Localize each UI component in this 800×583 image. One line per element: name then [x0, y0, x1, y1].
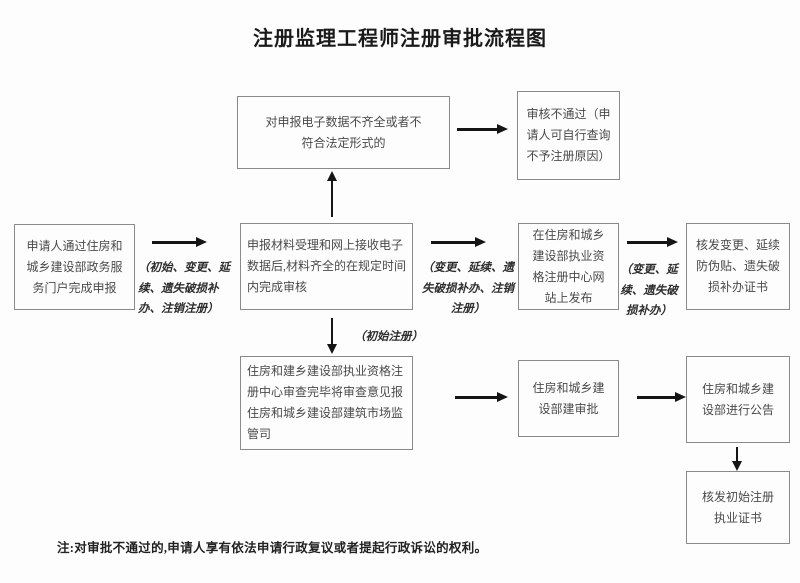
box-applicant-portal: 申请人通过住房和城乡建设部政务服务门户完成申报 [14, 224, 135, 310]
box-ministry-announce: 住房和城乡建设部进行公告 [686, 356, 790, 443]
box-ministry-approval-label: 住房和城乡建设部建审批 [532, 380, 605, 416]
box-center-review-report: 住房和建乡建设部执业资格注册中心审查完毕将审查意见报住房和城乡建设部建筑市场监管… [240, 356, 413, 450]
edge-label-change-renew-cancel: （变更、延续、遗失破损补办、注销注册） [422, 262, 514, 316]
arrow-right-icon [627, 237, 678, 247]
box-incomplete-data: 对申报电子数据不齐全或者不符合法定形式的 [237, 96, 450, 169]
box-issue-initial-cert-label: 核发初始注册执业证书 [701, 489, 774, 525]
box-website-publish: 在住房和城乡建设部执业资格注册中心网站上发布 [518, 223, 619, 310]
box-review-failed-label: 审核不通过（申请人可自行查询不予注册原因） [526, 107, 611, 163]
arrow-right-icon [431, 237, 486, 247]
box-review-failed: 审核不通过（申请人可自行查询不予注册原因） [517, 91, 620, 180]
box-issue-change-cert-label: 核发变更、延续防伪贴、遗失破损补办证书 [695, 238, 780, 294]
box-material-review-label: 申报材料受理和网上接收电子数据后,材料齐全的在规定时间内完成审核 [247, 238, 407, 294]
arrow-down-icon [327, 318, 337, 354]
arrow-down-icon [732, 447, 742, 471]
arrow-up-icon [327, 171, 337, 217]
arrow-right-icon [637, 392, 686, 402]
box-website-publish-label: 在住房和城乡建设部执业资格注册中心网站上发布 [532, 227, 605, 305]
box-center-review-report-label: 住房和建乡建设部执业资格注册中心审查完毕将审查意见报住房和城乡建设部建筑市场监管… [247, 364, 404, 441]
box-ministry-approval: 住房和城乡建设部建审批 [518, 360, 619, 437]
arrow-right-icon [455, 392, 508, 402]
page-title: 注册监理工程师注册审批流程图 [253, 28, 547, 50]
edge-label-initial-change-renew-cancel: （初始、变更、延续、遗失破损补办、注销注册） [138, 262, 230, 316]
footnote: 注:对审批不通过的,申请人享有依法申请行政复议或者提起行政诉讼的权利。 [57, 541, 488, 555]
box-applicant-portal-label: 申请人通过住房和城乡建设部政务服务门户完成申报 [26, 238, 123, 295]
box-incomplete-data-label: 对申报电子数据不齐全或者不符合法定形式的 [265, 114, 422, 150]
box-issue-change-cert: 核发变更、延续防伪贴、遗失破损补办证书 [686, 223, 790, 310]
arrow-right-icon [457, 124, 508, 134]
box-issue-initial-cert: 核发初始注册执业证书 [686, 471, 790, 544]
edge-label-change-renew-reissue: （变更、延续、遗失破损补办） [620, 264, 678, 318]
box-ministry-announce-label: 住房和城乡建设部进行公告 [701, 381, 774, 417]
arrow-right-icon [152, 237, 207, 247]
box-material-review: 申报材料受理和网上接收电子数据后,材料齐全的在规定时间内完成审核 [240, 223, 413, 310]
edge-label-initial-registration: （初始注册） [354, 331, 423, 343]
